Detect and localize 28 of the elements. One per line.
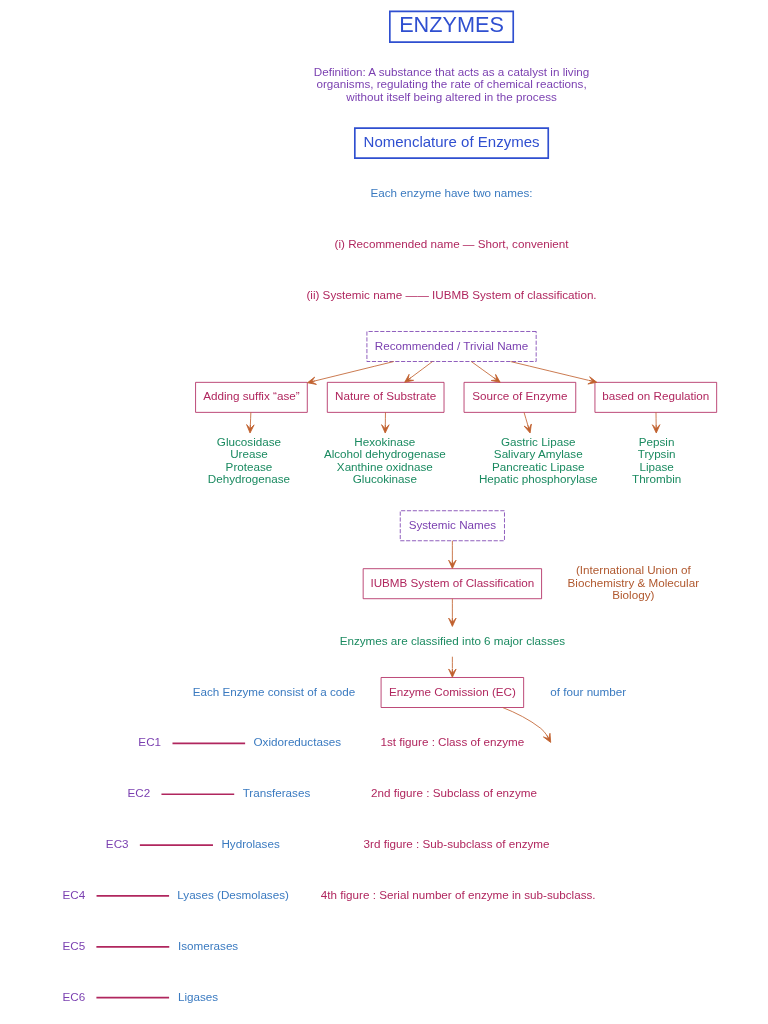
label: Definition: A substance that acts as a catalyst in living organisms, regulating the rate of chemical reactions, without itself being altered in the process: [313, 64, 590, 103]
node-text: Oxidoreductases: [253, 735, 342, 749]
node-text: Isomerases: [177, 938, 239, 952]
node-text: Hexokinase Alcohol dehydrogenase Xanthine oxidnase Glucokinase: [323, 434, 446, 486]
node-label: Each Enzyme consist of a code: [192, 684, 356, 698]
node-text: EC5: [62, 938, 86, 952]
node-text: Ligases: [177, 989, 219, 1003]
node-text: EC1: [138, 735, 162, 749]
node-label: of four number: [550, 684, 627, 698]
node-text: EC4: [62, 888, 86, 902]
label: Each enzyme have two names:: [370, 186, 533, 200]
label: (ii) Systemic name —— IUBMB System of classification.: [306, 287, 597, 301]
node-text: Enzymes are classified into 6 major classes: [339, 633, 566, 647]
label: (i) Recommended name — Short, convenient: [334, 236, 569, 250]
label: 1st figure : Class of enzyme: [380, 735, 525, 749]
node-text: Hydrolases: [221, 837, 280, 851]
node-text: EC6: [62, 989, 86, 1003]
label: 4th figure : Serial number of enzyme in sub-subclass.: [320, 888, 596, 902]
label: 3rd figure : Sub-subclass of enzyme: [363, 837, 550, 851]
node-text: Gastric Lipase Salivary Amylase Pancreatic Lipase Hepatic phosphorylase: [478, 434, 598, 486]
node-text: Glucosidase Urease Protease Dehydrogenase: [207, 434, 291, 486]
node-text: Lyases (Desmolases): [177, 888, 289, 902]
node-text: EC2: [127, 786, 151, 800]
node-text: Pepsin Trypsin Lipase Thrombin: [632, 434, 682, 486]
label: 2nd figure : Subclass of enzyme: [371, 786, 537, 800]
node-label: (International Union of Biochemistry & Molecular Biology): [567, 563, 700, 602]
node-text: Transferases: [242, 786, 311, 800]
node-text: EC3: [105, 837, 129, 851]
